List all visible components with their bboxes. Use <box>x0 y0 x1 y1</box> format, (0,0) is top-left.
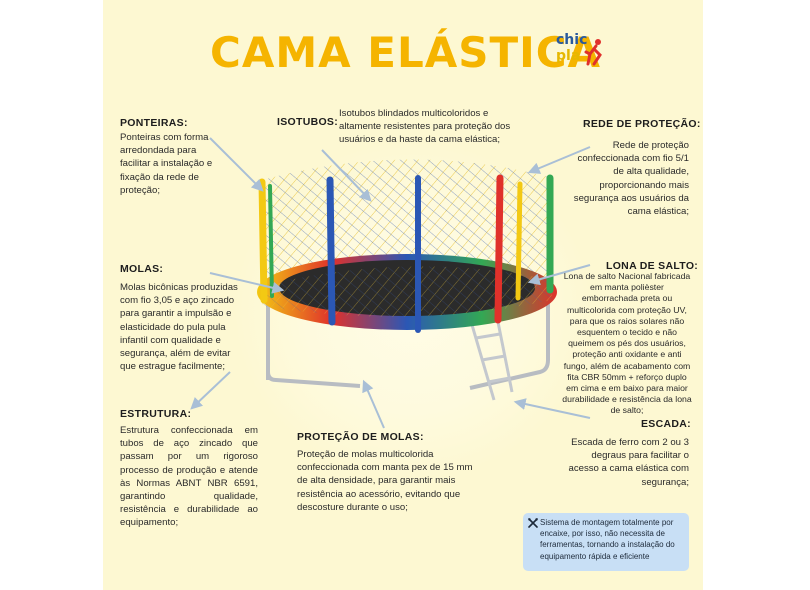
text-lona-salto: Lona de salto Nacional fabricada em mant… <box>562 271 692 416</box>
heading-estrutura: ESTRUTURA: <box>120 408 192 420</box>
heading-lona-salto: LONA DE SALTO: <box>606 260 699 272</box>
text-rede-protecao: Rede de proteção confeccionada com fio 5… <box>573 140 689 218</box>
heading-molas: MOLAS: <box>120 263 164 275</box>
logo-text-top: chic <box>556 32 588 48</box>
assembly-note-box: Sistema de montagem totalmente por encai… <box>523 513 689 571</box>
brand-logo: chic pla <box>552 32 610 74</box>
text-molas: Molas bicônicas produzidas com fio 3,05 … <box>120 282 238 373</box>
tools-icon <box>528 518 538 528</box>
text-estrutura: Estrutura confeccionada em tubos de aço … <box>120 425 258 529</box>
logo-text-bottom: pla <box>556 48 581 64</box>
net-poles <box>258 174 554 333</box>
heading-rede-protecao: REDE DE PROTEÇÃO: <box>583 118 701 130</box>
ladder <box>468 311 514 401</box>
frame-legs <box>266 296 550 390</box>
text-escada: Escada de ferro com 2 ou 3 degraus para … <box>568 437 689 488</box>
heading-ponteiras: PONTEIRAS: <box>120 117 188 129</box>
logo-jumper-icon <box>584 39 602 66</box>
text-isotubos: Isotubos blindados multicoloridos e alta… <box>339 108 511 146</box>
heading-protecao-molas: PROTEÇÃO DE MOLAS: <box>297 431 424 443</box>
heading-escada: ESCADA: <box>641 418 691 430</box>
page-title: CAMA ELÁSTICA <box>210 28 602 77</box>
text-protecao-molas: Proteção de molas multicolorida confecci… <box>297 449 473 513</box>
text-ponteiras: Ponteiras com forma arredondada para fac… <box>120 132 213 196</box>
assembly-note-text: Sistema de montagem totalmente por encai… <box>540 518 675 561</box>
heading-isotubos: ISOTUBOS: <box>277 116 339 128</box>
